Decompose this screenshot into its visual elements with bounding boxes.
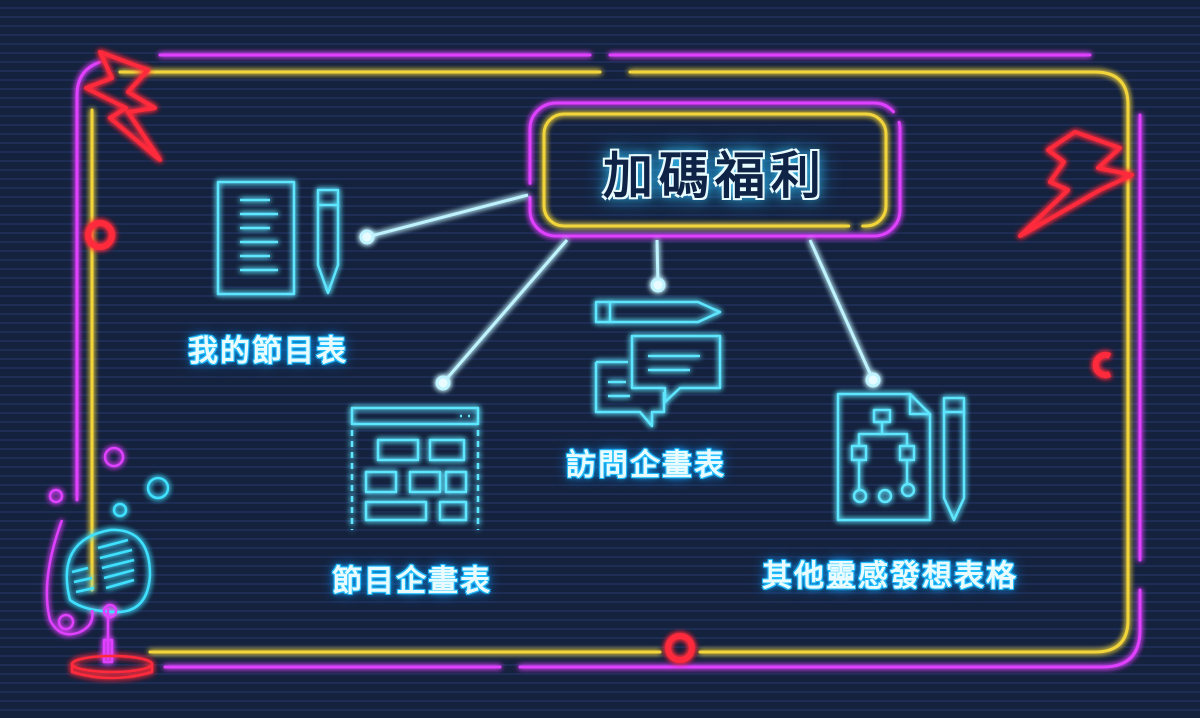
microphone-icon xyxy=(45,446,170,680)
document-flowchart-pencil-icon xyxy=(836,392,966,522)
lightning-bolt-icon xyxy=(84,50,162,162)
lightning-bolt-icon xyxy=(1018,130,1134,238)
flowchart-window-icon xyxy=(350,406,480,530)
diagram-title: 加碼福利 xyxy=(603,147,827,205)
red-ring-icon xyxy=(85,220,115,250)
item-label-program-planning: 節目企畫表 xyxy=(332,564,492,599)
title-box-outer xyxy=(528,101,902,238)
connector-line xyxy=(808,239,875,381)
item-label-other-inspiration-forms: 其他靈感發想表格 xyxy=(762,559,1018,594)
red-ring-icon xyxy=(1092,352,1112,378)
chat-pencil-icon xyxy=(594,300,722,428)
connector-dot xyxy=(865,372,881,388)
red-ring-icon xyxy=(665,633,695,663)
item-label-interview-planning: 訪問企畫表 xyxy=(566,448,726,483)
connector-dot xyxy=(359,229,375,245)
notes-pen-icon xyxy=(216,180,340,296)
connector-line xyxy=(655,239,660,286)
magenta-frame xyxy=(75,53,1142,669)
connector-dot xyxy=(650,277,666,293)
yellow-frame xyxy=(90,70,1130,654)
item-label-my-program-schedule: 我的節目表 xyxy=(188,334,348,369)
connector-line xyxy=(366,193,529,239)
connector-dot xyxy=(435,375,451,391)
connector-line xyxy=(441,239,569,384)
title-box-inner xyxy=(542,112,888,228)
